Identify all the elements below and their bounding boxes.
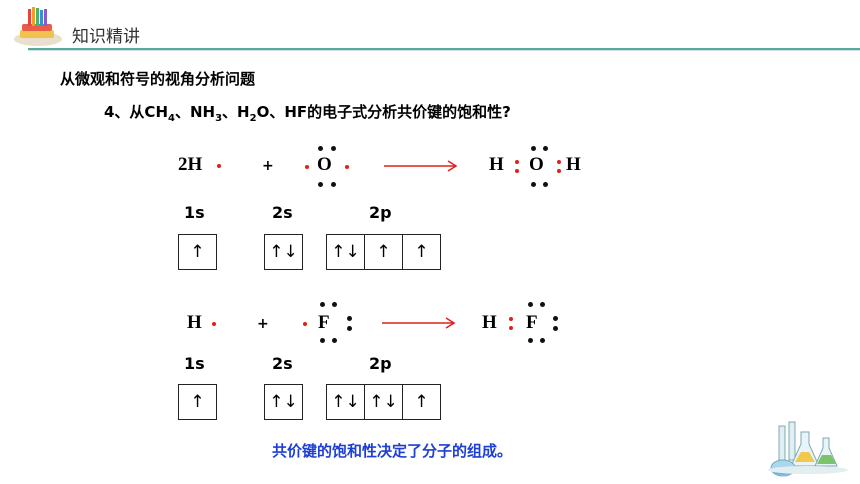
question-part: 4、从CH (104, 103, 168, 121)
reactant-oxygen: O (317, 154, 332, 175)
electron-dot (320, 302, 325, 307)
electron-dot (509, 326, 513, 330)
subscript: 2 (249, 113, 257, 124)
electron-dot (345, 165, 349, 169)
header-divider-shadow (28, 50, 860, 51)
product-oxygen: O (529, 154, 544, 175)
section-title: 从微观和符号的视角分析问题 (60, 70, 256, 88)
lab-flasks-icon (768, 421, 848, 477)
electron-dot (303, 322, 307, 326)
reactant-fluorine: F (318, 312, 330, 333)
electron-dot (332, 338, 337, 343)
reaction-arrow (382, 317, 456, 329)
orbital-cell: ↑ (190, 242, 205, 262)
orbital-label-1s: 1s (184, 354, 205, 373)
electron-dot (553, 326, 558, 331)
reaction-arrow (384, 160, 458, 172)
orbital-cell: ↑↓ (269, 392, 298, 412)
electron-dot (331, 182, 336, 187)
reactant-hydrogen: H (187, 312, 202, 333)
question-text: 4、从CH4、NH3、H2O、HF的电子式分析共价键的饱和性? (104, 101, 511, 124)
question-part: 、NH (174, 103, 216, 121)
orbital-box-2p: ↑↓ ↑↓ ↑ (326, 384, 441, 420)
orbital-cell: ↑ (414, 242, 429, 262)
electron-dot (320, 338, 325, 343)
orbital-cell: ↑↓ (327, 235, 365, 269)
electron-dot (543, 182, 548, 187)
electron-dot (515, 160, 519, 164)
electron-dot (540, 338, 545, 343)
product-h1: H (489, 154, 504, 175)
plus-sign: + (257, 316, 269, 332)
books-pencils-logo-icon (14, 7, 62, 46)
orbital-label-2p: 2p (369, 354, 392, 373)
plus-sign: + (262, 158, 274, 174)
orbital-box-2p: ↑↓ ↑ ↑ (326, 234, 441, 270)
question-part: 、H (222, 103, 250, 121)
header-title: 知识精讲 (72, 27, 140, 47)
electron-dot (528, 338, 533, 343)
orbital-label-2s: 2s (272, 203, 293, 222)
product-h: H (482, 312, 497, 333)
electron-dot (212, 322, 216, 326)
electron-dot (543, 146, 548, 151)
electron-dot (531, 182, 536, 187)
orbital-cell: ↑↓ (327, 385, 365, 419)
electron-dot (331, 146, 336, 151)
orbital-label-2s: 2s (272, 354, 293, 373)
orbital-cell: ↑ (365, 235, 403, 269)
header: 知识精讲 (0, 0, 860, 60)
orbital-label-1s: 1s (184, 203, 205, 222)
reactant-hydrogen: 2H (178, 154, 203, 175)
electron-dot (515, 169, 519, 173)
product-h2: H (566, 154, 581, 175)
electron-dot (347, 316, 352, 321)
orbital-box-2s: ↑↓ (264, 234, 303, 270)
electron-dot (509, 317, 513, 321)
header-divider (28, 48, 860, 50)
electron-dot (531, 146, 536, 151)
question-part: O、HF的电子式分析共价键的饱和性? (256, 103, 511, 121)
electron-dot (347, 326, 352, 331)
product-fluorine: F (526, 312, 538, 333)
electron-dot (332, 302, 337, 307)
orbital-cell: ↑ (190, 392, 205, 412)
subscript: 3 (215, 113, 223, 124)
subscript: 4 (168, 113, 175, 124)
electron-dot (528, 302, 533, 307)
orbital-box-2s: ↑↓ (264, 384, 303, 420)
electron-dot (553, 316, 558, 321)
orbital-cell: ↑ (414, 392, 429, 412)
electron-dot (318, 146, 323, 151)
conclusion-text: 共价键的饱和性决定了分子的组成。 (272, 442, 513, 460)
electron-dot (557, 160, 561, 164)
orbital-cell: ↑↓ (269, 242, 298, 262)
electron-dot (318, 182, 323, 187)
orbital-box-1s: ↑ (178, 384, 217, 420)
orbital-cell: ↑↓ (365, 385, 403, 419)
electron-dot (305, 165, 309, 169)
electron-dot (217, 164, 221, 168)
electron-dot (540, 302, 545, 307)
orbital-box-1s: ↑ (178, 234, 217, 270)
electron-dot (557, 169, 561, 173)
orbital-label-2p: 2p (369, 203, 392, 222)
